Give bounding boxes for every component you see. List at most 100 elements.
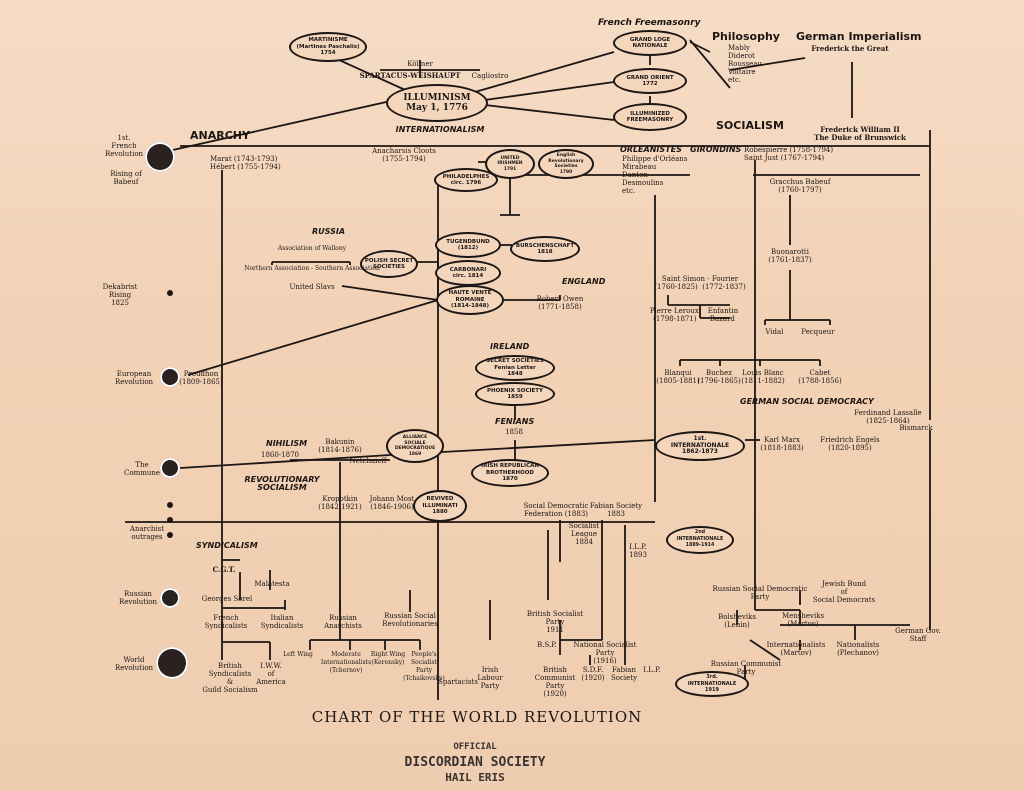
russia-heading: RUSSIA	[312, 227, 346, 236]
socialism-heading: SOCIALISM	[716, 119, 784, 132]
world-revolution-label: World Revolution	[114, 656, 154, 672]
wallony-label: Association of Wallony	[277, 245, 347, 252]
proudhon-label: Proudhon (1809-1865)	[179, 370, 223, 386]
buchez-label: Buchez (1796-1865)	[697, 369, 741, 385]
leroux-label: Pierre Leroux Enfantin (1798-1871) Bazar…	[649, 307, 739, 323]
tugendbund-node: TUGENDBUND (1812)	[435, 232, 501, 258]
peoples-socialist-label: People's Socialist Party (Tchaikovsky)	[403, 651, 445, 682]
dekabrist-dot	[167, 290, 173, 296]
british-syndicalists-label: British Syndicalists & Guild Socialism	[202, 662, 258, 694]
robert-owen-label: Robert Owen (1771-1858)	[536, 295, 584, 311]
discordian-stamp: OFFICIAL DISCORDIAN SOCIETY HAIL ERIS	[405, 740, 546, 785]
rsdp-label: Russian Social Democratic Party	[712, 585, 808, 601]
german-social-democracy-heading: GERMAN SOCIAL DEMOCRACY	[740, 397, 874, 406]
sorel-label: Georges Sorel	[201, 595, 253, 603]
mensheviks-label: Mensheviks (Martov)	[781, 612, 825, 628]
engels-label: Friedrich Engels (1820-1895)	[820, 436, 880, 452]
spartacus-label: SPARTACUS-WEISHAUPT	[359, 71, 461, 80]
bolsheviks-label: Bolsheviks (Lenin)	[718, 613, 756, 629]
ireland-heading: IRELAND	[490, 342, 530, 351]
fabian-label: Fabian Society 1883	[589, 502, 643, 518]
lassalle-label: Ferdinand Lassalle (1825-1864)	[854, 409, 922, 425]
fenians-date-label: 1858	[505, 428, 523, 436]
nationalists-label: Nationalists (Plechanov)	[836, 641, 880, 657]
orleanistes-heading: ORLEANISTES	[620, 145, 682, 154]
philosophy-heading: Philosophy	[712, 30, 780, 43]
nsp-label: National Socialist Party (1916)	[573, 641, 637, 665]
bsp-label: British Socialist Party 1911	[526, 610, 584, 634]
anarchist-dot-2	[167, 517, 173, 523]
buonarotti-label: Buonarotti (1761-1837)	[768, 248, 812, 264]
ilp-label: I.L.P. 1893	[629, 543, 647, 559]
commune-label: The Commune	[123, 461, 161, 477]
cabet-label: Cabet (1788-1856)	[798, 369, 842, 385]
robespierre-label: Robespierre (1758-1794) Saint Just (1767…	[744, 146, 834, 162]
babeuf-label: Gracchus Babeuf (1760-1797)	[769, 178, 831, 194]
french-syndicalists-label: French Syndicalists	[204, 614, 248, 630]
anarchist-dot-3	[167, 532, 173, 538]
english-societies-node: English Revolutionary Societies 1790	[538, 149, 594, 179]
russian-revolution-circle	[160, 588, 180, 608]
irish-labour-label: Irish Labour Party	[477, 666, 503, 690]
european-revolution-circle	[160, 367, 180, 387]
martinisme-node: MARTINISME (Martines Paschalis) 1754	[289, 32, 367, 62]
philadelphes-node: PHILADELPHES circ. 1796	[434, 168, 498, 192]
johann-most-label: Johann Most (1846-1906)	[369, 495, 415, 511]
vidal-label: Vidal Pecqueur	[765, 328, 835, 336]
anarchist-dot-1	[167, 502, 173, 508]
rising-babeuf-label: Rising of Babeuf	[110, 170, 142, 186]
first-internationale-node: 1st. INTERNATIONALE 1862-1873	[655, 431, 745, 461]
left-wing-label: Left Wing	[283, 651, 313, 658]
syndicalism-heading: SYNDICALISM	[196, 541, 258, 550]
kolmer-label: Kölmer	[407, 60, 433, 68]
russian-communist-label: Russian Communist Party	[710, 660, 782, 676]
ilp2-label: I.L.P.	[643, 666, 661, 674]
orleans-label: Philippe d'Orléans Mirabeau Danton Desmo…	[622, 155, 688, 195]
french-freemasonry-heading: French Freemasonry	[598, 18, 701, 28]
chart-title: CHART OF THE WORLD REVOLUTION	[311, 708, 643, 726]
bakunin-label: Bakunin (1814-1876)	[318, 438, 362, 454]
louis-blanc-label: Louis Blanc (1811-1882)	[741, 369, 785, 385]
dekabrist-label: Dekabrist Rising 1825	[102, 283, 138, 307]
carbonari-node: CARBONARI circ. 1814	[435, 260, 501, 286]
irish-republican-brotherhood-node: IRISH REPUBLICAN BROTHERHOOD 1870	[471, 459, 549, 487]
french-revolution-label: 1st. French Revolution	[104, 134, 144, 158]
malatesta-label: Malatesta	[254, 580, 290, 588]
phoenix-society-node: PHOENIX SOCIETY 1859	[475, 382, 555, 406]
european-revolution-label: European Revolution	[114, 370, 154, 386]
grand-loge-node: GRAND LOGE NATIONALE	[613, 30, 687, 56]
spartacists-label: Spartacists	[438, 678, 478, 686]
polish-societies-node: POLISH SECRET SOCIETIES	[360, 250, 418, 278]
burschenschaft-node: BURSCHENSCHAFT 1818	[510, 236, 580, 262]
anarchy-heading: ANARCHY	[190, 129, 250, 142]
russian-sr-label: Russian Social Revolutionaries	[382, 612, 438, 628]
german-gov-label: German Gov. Staff	[895, 627, 941, 643]
second-internationale-node: 2nd INTERNATIONALE 1889-1914	[666, 526, 734, 554]
haute-vente-node: HAUTE VENTE ROMAINE (1814-1848)	[436, 285, 504, 315]
stamp-line-1: OFFICIAL	[453, 742, 497, 752]
commune-circle	[160, 458, 180, 478]
illuminism-node: ILLUMINISM May 1, 1776	[386, 84, 488, 122]
moderate-label: Moderate Internationalists (Tchernov)	[320, 651, 372, 674]
illuminized-freemasonry-node: ILLUMINIZED FREEMASONRY	[613, 103, 687, 131]
grand-orient-node: GRAND ORIENT 1772	[613, 68, 687, 94]
sdf-label: Social Democratic Federation (1883)	[523, 502, 589, 518]
cloots-label: Anacharsis Cloots (1755-1794)	[372, 147, 436, 163]
saint-simon-label: Saint Simon - Fourier (1760-1825) (1772-…	[654, 275, 746, 291]
cagliostro-label: Cagliostro	[471, 72, 509, 80]
third-internationale-node: 3rd. INTERNATIONALE 1919	[675, 671, 749, 697]
blanqui-label: Blanqui (1805-1881)	[656, 369, 700, 385]
cgt-label: C.G.T.	[212, 565, 236, 574]
marat-label: Marat (1743-1793) Hébert (1755-1794)	[210, 155, 281, 171]
world-revolution-circle	[156, 647, 188, 679]
northern-southern-label: Northern Association - Southern Associat…	[244, 265, 380, 272]
frederick-great-label: Frederick the Great	[811, 44, 889, 53]
fenians-heading: FENIANS	[495, 417, 535, 426]
socialist-league-label: Socialist League 1884	[568, 522, 600, 546]
right-wing-label: Right Wing (Kerensky)	[370, 651, 406, 666]
iww-label: I.W.W. of America	[256, 662, 286, 686]
frederick-ii-label: Frederick William II The Duke of Brunswi…	[814, 125, 906, 142]
internationalists-label: Internationalists (Martov)	[766, 641, 826, 657]
anarchist-outrages-label: Anarchist outrages	[129, 525, 165, 541]
